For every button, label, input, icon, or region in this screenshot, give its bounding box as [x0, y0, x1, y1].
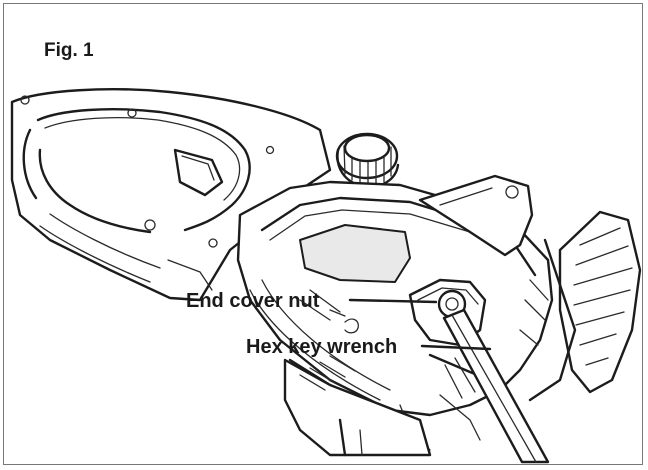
front-guard: [418, 174, 642, 402]
hex-key-wrench-leader: [420, 344, 492, 351]
end-cover-nut-label: End cover nut: [186, 290, 320, 312]
figure-frame: [3, 3, 643, 465]
rear-handle: [10, 88, 332, 302]
figure-title: Fig. 1: [44, 40, 94, 61]
hex-key-wrench-label: Hex key wrench: [246, 336, 398, 358]
end-cover-nut-leader: [348, 298, 438, 304]
lower-housing: [283, 355, 432, 457]
